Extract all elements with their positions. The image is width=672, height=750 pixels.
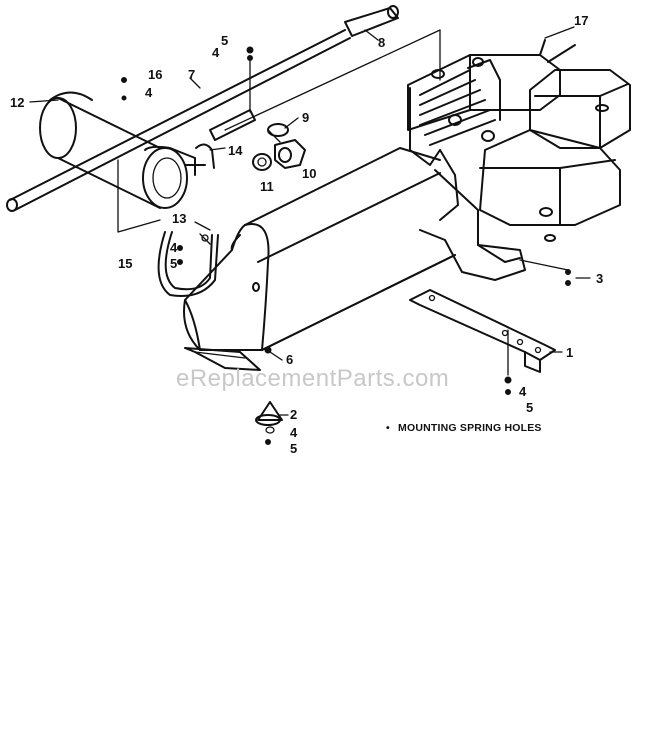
callout-8: 8 <box>378 35 385 50</box>
callout-9: 9 <box>302 110 309 125</box>
callout-4: 4 <box>519 384 527 399</box>
fasteners <box>121 46 571 395</box>
callout-5: 5 <box>170 256 177 271</box>
callout-5: 5 <box>290 441 297 456</box>
air-tank <box>183 147 456 371</box>
callout-13: 13 <box>172 211 186 226</box>
callout-6: 6 <box>286 352 293 367</box>
hose-loop <box>157 221 219 297</box>
callout-11: 11 <box>260 179 274 194</box>
callout-10: 10 <box>302 166 316 181</box>
note-marker: • <box>386 422 390 434</box>
callout-5: 5 <box>221 33 228 48</box>
mounting-rail <box>409 289 556 373</box>
callout-14: 14 <box>228 143 243 158</box>
hose-tube <box>6 5 399 212</box>
callout-4: 4 <box>145 85 153 100</box>
callout-1: 1 <box>566 345 573 360</box>
callout-12: 12 <box>10 95 24 110</box>
callout-5: 5 <box>526 400 533 415</box>
callout-4: 4 <box>290 425 298 440</box>
callout-3: 3 <box>596 271 603 286</box>
filter-element <box>39 91 215 209</box>
callout-15: 15 <box>118 256 132 271</box>
callout-17: 17 <box>574 13 588 28</box>
callout-labels: 17 5 4 8 16 4 7 12 9 14 11 10 13 4 5 15 … <box>10 13 603 456</box>
mounting-note: • MOUNTING SPRING HOLES <box>386 422 542 434</box>
callout-4: 4 <box>212 45 220 60</box>
note-text: MOUNTING SPRING HOLES <box>398 422 542 434</box>
callout-2: 2 <box>290 407 297 422</box>
engine-assembly <box>407 39 631 281</box>
callout-7: 7 <box>188 67 195 82</box>
bracket-plate <box>117 29 441 233</box>
foot-mount <box>255 401 283 445</box>
leader-lines <box>29 26 591 416</box>
callout-4: 4 <box>170 240 178 255</box>
valve-fittings <box>252 123 306 171</box>
callout-16: 16 <box>148 67 162 82</box>
watermark-text: eReplacementParts.com <box>176 365 449 392</box>
